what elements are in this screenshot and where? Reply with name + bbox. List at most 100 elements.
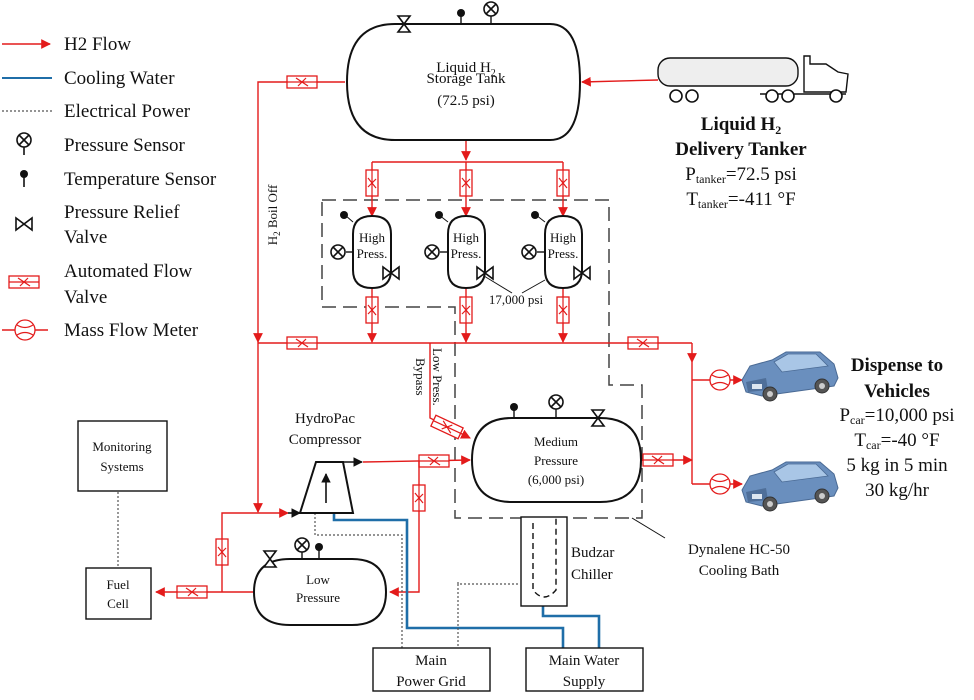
vehicle-icon — [741, 351, 839, 402]
pressure-relief-valve-icon — [263, 550, 277, 568]
power-grid-label: Power Grid — [396, 674, 466, 690]
legend-item-cooling-water: Cooling Water — [2, 68, 175, 89]
main-water-supply-box[interactable]: Main Water Supply — [525, 647, 644, 692]
legend-label: H2 Flow — [64, 34, 131, 55]
svg-text:Liquid H2: Liquid H2 — [701, 114, 781, 137]
fill-rate: 5 kg in 5 min — [846, 455, 948, 476]
medium-pressure-tank[interactable]: Medium Pressure (6,000 psi) — [470, 394, 643, 503]
tanker-title: Liquid H — [701, 114, 776, 135]
legend-item-pressure-relief-valve: Pressure Relief Valve — [15, 202, 180, 248]
legend-label: Valve — [64, 227, 107, 248]
automated-flow-valve-icon[interactable] — [286, 336, 318, 350]
legend-label: Mass Flow Meter — [64, 320, 199, 341]
dispense-title: Dispense to — [851, 355, 943, 376]
water-supply-label: Supply — [563, 674, 606, 690]
tank-label: Liquid H — [436, 60, 491, 76]
tank-pressure: (6,000 psi) — [528, 472, 584, 487]
tank-label: Medium — [534, 434, 578, 449]
legend: H2 Flow Cooling Water Electrical Power P… — [2, 34, 217, 341]
tank-label: Pressure — [296, 590, 340, 605]
pressure-sensor-icon — [548, 394, 564, 418]
tank-label: Low — [306, 572, 330, 587]
temperature-sensor-icon — [457, 9, 465, 24]
water-supply-label: Main Water — [549, 653, 620, 669]
tanker-title: Delivery Tanker — [675, 139, 807, 160]
temperature-sensor-icon — [20, 170, 28, 187]
low-pressure-tank[interactable]: Low Pressure — [252, 537, 388, 626]
cooling-bath-label: Dynalene HC-50 — [688, 542, 790, 558]
hydropac-compressor[interactable]: HydroPac Compressor — [288, 411, 363, 518]
temperature-sensor-icon — [510, 403, 518, 418]
legend-label: Valve — [64, 287, 107, 308]
automated-flow-valve-icon[interactable] — [365, 169, 379, 197]
legend-item-automated-flow-valve: Automated Flow Valve — [8, 261, 193, 308]
automated-flow-valve-icon[interactable] — [556, 296, 570, 324]
hp-tank-label: High — [550, 230, 577, 245]
automated-flow-valve-icon[interactable] — [627, 336, 659, 350]
mass-flow-meter-icon[interactable] — [709, 473, 731, 495]
automated-flow-valve-icon[interactable] — [286, 75, 318, 89]
automated-flow-valve-icon[interactable] — [412, 484, 426, 512]
tanker-pressure: Ptanker=72.5 psi — [685, 164, 796, 186]
pressure-sensor-icon — [294, 537, 310, 559]
electrical-lines — [117, 492, 518, 648]
mass-flow-meter-icon — [2, 319, 48, 341]
legend-label: Pressure Relief — [64, 202, 180, 223]
car-temperature: Tcar=-40 °F — [854, 430, 939, 452]
hp-tank-label: Press. — [357, 246, 388, 261]
automated-flow-valve-icon[interactable] — [556, 169, 570, 197]
flow-rate: 30 kg/hr — [865, 480, 930, 501]
power-grid-label: Main — [415, 653, 447, 669]
boil-off-label: H2 Boil Off — [265, 184, 282, 245]
legend-item-pressure-sensor: Pressure Sensor — [16, 132, 186, 156]
delivery-tanker-truck — [657, 55, 849, 103]
pressure-sensor-icon — [330, 244, 353, 260]
cooling-water-piping — [332, 513, 601, 648]
pipe-return-to-low — [389, 461, 420, 597]
legend-label: Electrical Power — [64, 101, 191, 122]
budzar-chiller[interactable]: Budzar Chiller — [520, 516, 614, 607]
fuel-cell-label: Fuel — [106, 577, 130, 592]
high-pressure-tank-2[interactable]: High Press. — [424, 211, 494, 290]
bypass-label: Low Press. — [430, 348, 445, 406]
bypass-label: Bypass — [413, 358, 428, 396]
chiller-label: Budzar — [571, 545, 614, 561]
automated-flow-valve-icon — [8, 275, 40, 289]
chiller-label: Chiller — [571, 567, 613, 583]
legend-label: Cooling Water — [64, 68, 175, 89]
automated-flow-valve-icon[interactable] — [215, 538, 229, 566]
high-pressure-rating: 17,000 psi — [489, 292, 544, 307]
tanker-temperature: Ttanker=-411 °F — [686, 189, 795, 211]
high-pressure-tank-1[interactable]: High Press. — [330, 211, 400, 290]
fuel-cell-box[interactable]: Fuel Cell — [85, 567, 152, 620]
legend-item-temperature-sensor: Temperature Sensor — [20, 169, 217, 190]
hp-tank-label: High — [453, 230, 480, 245]
temperature-sensor-icon — [435, 211, 449, 223]
legend-item-mass-flow-meter: Mass Flow Meter — [2, 319, 199, 341]
automated-flow-valve-icon[interactable] — [642, 453, 674, 467]
temperature-sensor-icon — [531, 211, 546, 223]
automated-flow-valve-icon[interactable] — [365, 296, 379, 324]
dispense-title: Vehicles — [864, 381, 930, 402]
main-power-grid-box[interactable]: Main Power Grid — [372, 647, 491, 692]
mass-flow-meter-icon[interactable] — [709, 369, 731, 391]
automated-flow-valve-icon[interactable] — [459, 296, 473, 324]
liquid-h2-storage-tank[interactable]: Liquid H2 Storage Tank (72.5 psi) — [0, 0, 582, 141]
automated-flow-valve-icon[interactable] — [430, 414, 464, 440]
automated-flow-valve-icon[interactable] — [418, 454, 450, 468]
automated-flow-valve-icon[interactable] — [176, 585, 208, 599]
monitoring-systems-box[interactable]: Monitoring Systems — [77, 420, 168, 492]
hp-tank-label: Press. — [451, 246, 482, 261]
pressure-sensor-icon — [424, 244, 448, 260]
svg-text:Liquid H2: Liquid H2 — [436, 60, 496, 79]
callout-line — [521, 279, 546, 294]
legend-label: Automated Flow — [64, 261, 193, 282]
tank-label: Pressure — [534, 453, 578, 468]
automated-flow-valve-icon[interactable] — [459, 169, 473, 197]
dispense-info: Dispense to Vehicles Pcar=10,000 psi Tca… — [839, 355, 954, 501]
high-pressure-tank-3[interactable]: High Press. — [521, 211, 591, 290]
vehicle-icon — [741, 461, 839, 512]
temperature-sensor-icon — [340, 211, 354, 223]
hp-tank-label: Press. — [548, 246, 579, 261]
legend-label: Pressure Sensor — [64, 135, 186, 156]
